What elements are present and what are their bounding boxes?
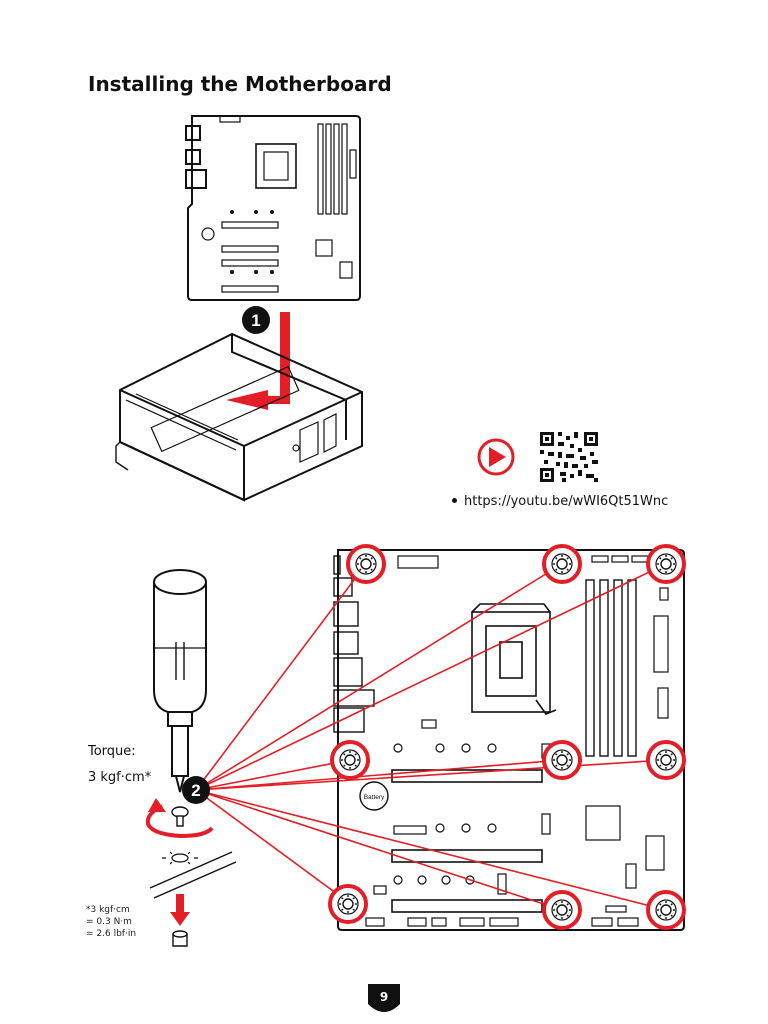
torque-value: 3 kgf·cm*	[88, 770, 152, 785]
mounting-hole	[328, 884, 368, 924]
mounting-hole	[646, 740, 686, 780]
page-title: Installing the Motherboard	[88, 72, 392, 96]
screw-icon	[171, 806, 189, 827]
mounting-hole	[646, 890, 686, 930]
case-panel	[149, 851, 237, 899]
video-link[interactable]: https://youtu.be/wWI6Qt51Wnc	[452, 494, 668, 509]
page-number-badge	[368, 984, 400, 1012]
mount-lines	[195, 563, 667, 911]
step-2-marker: 2	[182, 776, 210, 804]
motherboard-small	[185, 115, 361, 301]
video-url[interactable]: https://youtu.be/wWI6Qt51Wnc	[464, 494, 669, 509]
battery-label: Battery	[364, 794, 385, 801]
qr-code-icon[interactable]	[539, 431, 599, 483]
conversion-note: *3 kgf·cm = 0.3 N·m = 2.6 lbf·in	[86, 904, 136, 940]
mounting-hole	[346, 544, 386, 584]
play-video-button[interactable]	[477, 438, 515, 476]
mounting-hole	[646, 544, 686, 584]
mounting-hole	[330, 740, 370, 780]
conversion-line-2: = 0.3 N·m	[86, 917, 132, 927]
conversion-line-1: *3 kgf·cm	[86, 905, 130, 915]
bullet-icon	[452, 498, 457, 503]
mounting-hole	[542, 544, 582, 584]
page-number: 9	[379, 990, 389, 1004]
torque-label: Torque:	[88, 744, 136, 759]
pc-case	[115, 332, 363, 502]
mounting-hole	[542, 740, 582, 780]
mounting-hole	[542, 890, 582, 930]
screwdriver	[153, 569, 207, 793]
svg-text:1: 1	[251, 311, 260, 330]
svg-text:2: 2	[191, 781, 200, 800]
standoff-icon	[172, 930, 188, 947]
conversion-line-3: = 2.6 lbf·in	[86, 929, 137, 939]
rotate-arrow-icon	[145, 798, 214, 839]
step-1-marker: 1	[242, 306, 270, 334]
motherboard-large	[333, 549, 685, 931]
down-arrow-icon	[170, 894, 190, 926]
standoff-hole-icon	[162, 851, 198, 865]
